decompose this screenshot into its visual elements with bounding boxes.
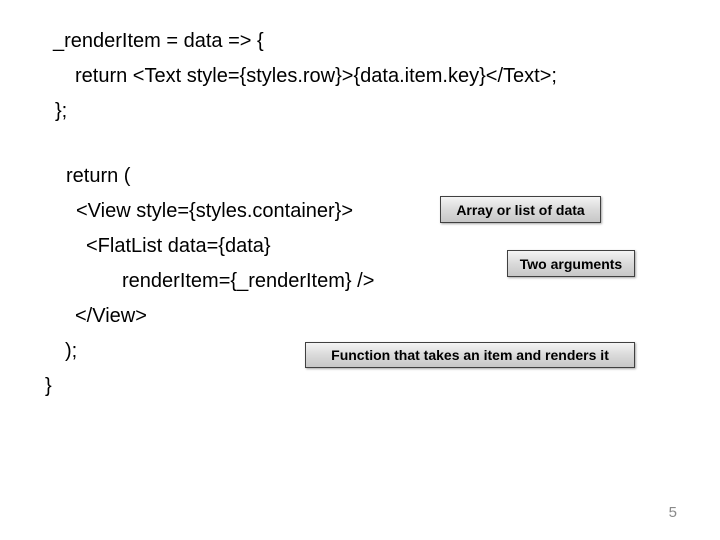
code-line: }: [45, 375, 52, 397]
annotation-label: Two arguments: [519, 255, 623, 272]
annotation-label: Array or list of data: [456, 201, 585, 218]
code-line: <View style={styles.container}>: [76, 200, 354, 222]
annotation-array-of-data: Array or list of data: [440, 196, 601, 223]
code-block-return-flatlist: return ( <View style={styles.container}> <…: [0, 159, 720, 404]
code-block-render-item: _renderItem = data => { return <Text styl…: [0, 24, 720, 129]
code-line: };: [55, 100, 68, 122]
annotation-label: Function that takes an item and renders …: [331, 347, 609, 363]
annotation-two-arguments: Two arguments: [507, 250, 635, 277]
code-line: <FlatList data={data}: [86, 235, 271, 257]
code-line: _renderItem = data => {: [53, 30, 264, 52]
code-line: return <Text style={styles.row}>{data.it…: [75, 65, 557, 87]
annotation-render-function: Function that takes an item and renders …: [305, 342, 635, 368]
code-line: renderItem={_renderItem} />: [122, 270, 375, 292]
code-line: return (: [66, 165, 131, 187]
code-line: </View>: [75, 305, 147, 327]
code-line: );: [65, 340, 78, 362]
page-number: 5: [668, 504, 677, 521]
